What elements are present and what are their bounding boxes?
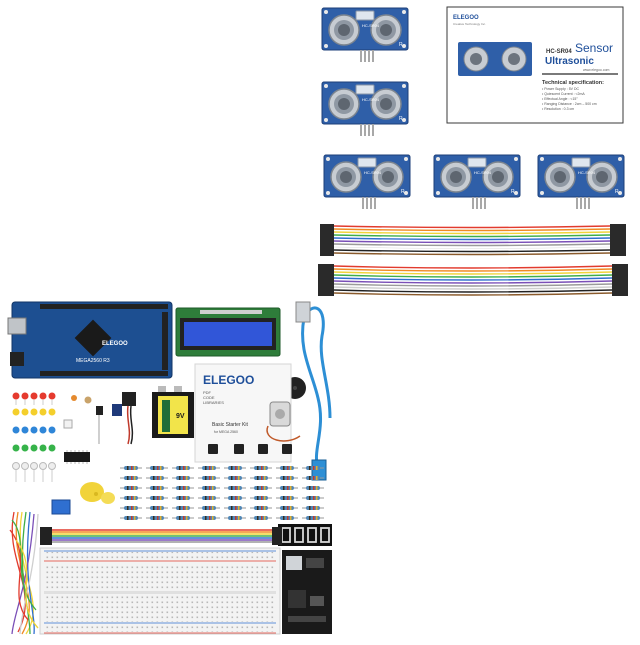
- ultrasonic-sensor: HC-SR04 R: [321, 81, 409, 137]
- power-supply-module: [282, 550, 332, 634]
- small-components: [63, 395, 122, 444]
- card-spec: • Power Supply : 5V DC: [542, 87, 579, 91]
- mega-brand: ELEGOO: [102, 341, 128, 347]
- card-brand: ELEGOO: [453, 15, 479, 21]
- card-url: www.elegoo.com: [583, 68, 610, 72]
- white-leds: [12, 462, 56, 470]
- usb-connector: [295, 301, 311, 323]
- sensor-side-label: R: [399, 42, 403, 48]
- led-grid: [12, 392, 56, 482]
- card-spec: • Quiescent Current : <2mA: [542, 92, 585, 96]
- ultrasonic-sensor: HC-SR04 R: [537, 154, 625, 210]
- sensor-label: HC-SR04: [362, 23, 380, 28]
- sensor-side-label: R: [399, 116, 403, 122]
- spec-card: ELEGOO Creative Technology Inc. HC-SR04 …: [446, 6, 624, 124]
- power-jack: [10, 352, 24, 366]
- battery-label: 9V: [176, 413, 185, 420]
- battery-9v: 9V: [152, 386, 194, 438]
- seven-segment-display: [278, 524, 332, 546]
- fan-blade: [80, 482, 115, 504]
- servo-motor: [266, 401, 301, 442]
- relay-module: [51, 499, 71, 515]
- lcd-module: [175, 307, 281, 357]
- booklet-line: LIBRARIES: [203, 400, 224, 405]
- usb-port: [7, 317, 27, 335]
- card-title-word2: Ultrasonic: [545, 56, 594, 67]
- breadboard: [39, 547, 281, 635]
- sensor-label: HC-SR04: [364, 170, 382, 175]
- sensor-label: HC-SR04: [474, 170, 492, 175]
- ribbon-cable: [40, 527, 282, 545]
- booklet-line: PDF: [203, 390, 212, 395]
- sensor-label: HC-SR04: [362, 97, 380, 102]
- green-leds: [12, 444, 56, 452]
- lcd-screen: [184, 322, 272, 346]
- card-model: HC-SR04: [546, 49, 572, 55]
- card-spec: • Ranging Distance : 2cm – 500 cm: [542, 102, 597, 106]
- booklet-line: CODE: [203, 395, 215, 400]
- card-spec-title: Technical specification:: [542, 80, 604, 86]
- sensor-side-label: R: [511, 189, 515, 195]
- mega-model: MEGA2560 R3: [76, 358, 110, 364]
- sensor-side-label: R: [615, 189, 619, 195]
- card-title-word1: Sensor: [575, 41, 613, 55]
- red-leds: [12, 392, 56, 400]
- booklet-brand: ELEGOO: [203, 373, 254, 387]
- push-buttons: [208, 444, 292, 454]
- blue-leds: [12, 426, 56, 434]
- usb-cable: [301, 306, 332, 469]
- ultrasonic-sensor: HC-SR04 R: [321, 7, 409, 63]
- sensor-side-label: R: [401, 189, 405, 195]
- jumper-cable: [318, 264, 628, 296]
- ultrasonic-sensor: HC-SR04 R: [433, 154, 521, 210]
- loose-jumper-wires: [9, 511, 39, 635]
- jumper-cable: [320, 224, 626, 256]
- ic-chip: [64, 450, 90, 464]
- booklet-title: Basic Starter Kit: [212, 422, 248, 428]
- yellow-leds: [12, 408, 56, 416]
- card-brand-subtitle: Creative Technology Inc.: [453, 22, 486, 26]
- card-spec: • Effectual Angle : <15°: [542, 97, 578, 101]
- resistor-array: [119, 465, 325, 521]
- mega-board: ELEGOO MEGA2560 R3: [7, 301, 173, 379]
- battery-clip: [122, 392, 136, 445]
- microcontroller-chip: [74, 319, 112, 357]
- sensor-label: HC-SR04: [578, 170, 596, 175]
- ultrasonic-sensor: HC-SR04 R: [323, 154, 411, 210]
- card-spec: • Resolution : 0.3 cm: [542, 107, 574, 111]
- booklet-subtitle: for MEGA 2560: [214, 430, 238, 434]
